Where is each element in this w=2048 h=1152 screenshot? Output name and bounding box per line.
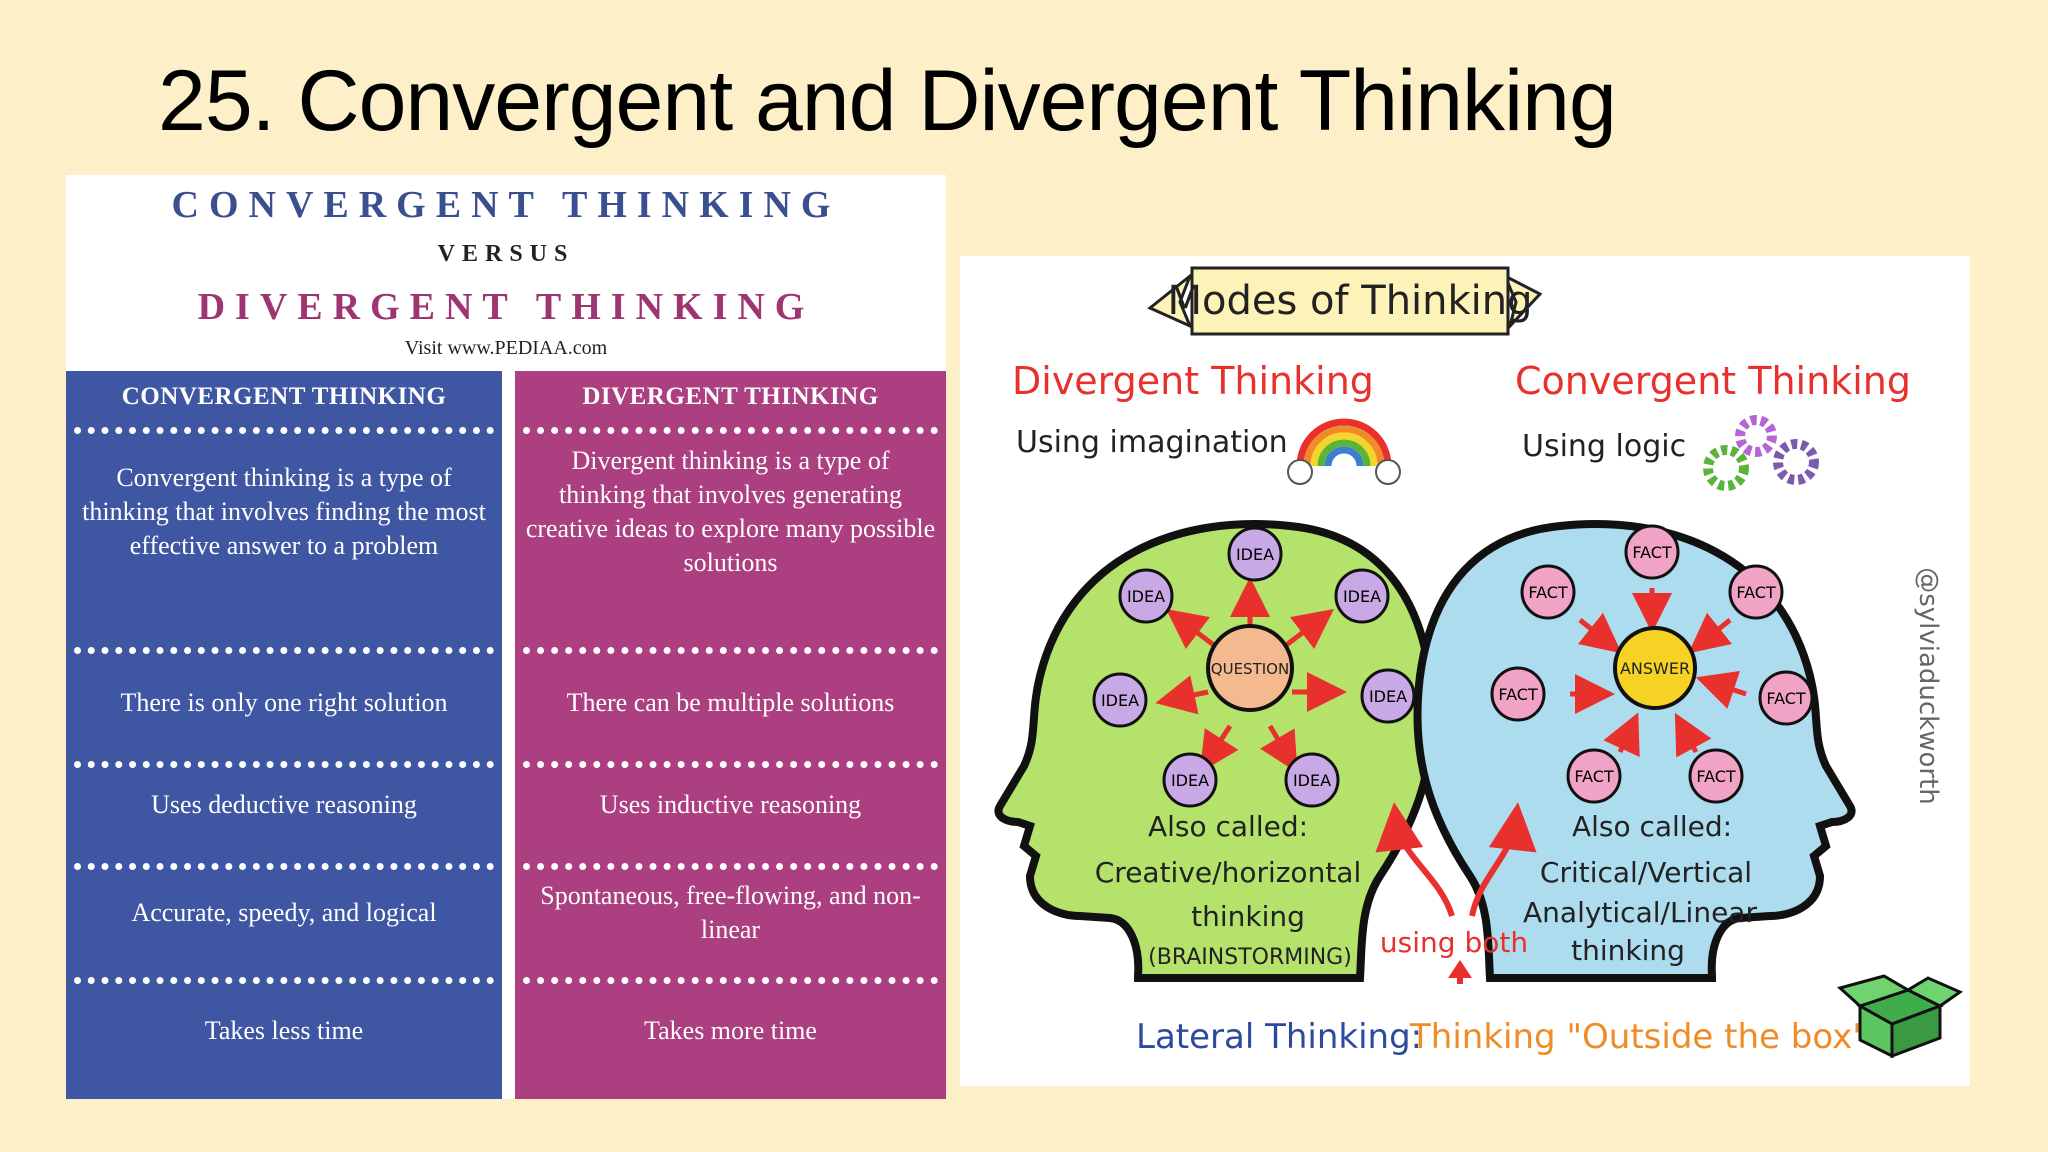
divider: [523, 761, 938, 768]
fact-bubble: FACT: [1624, 524, 1680, 580]
source-credit: Visit www.PEDIAA.com: [404, 337, 608, 359]
idea-bubble: IDEA: [1227, 526, 1283, 582]
divider: [523, 427, 938, 434]
divergent-row-time: Takes more time: [644, 1016, 817, 1045]
idea-bubble: IDEA: [1360, 668, 1416, 724]
question-idea-diagram: QUESTION IDEA IDEA IDEA IDEA IDEA IDEA I…: [1092, 526, 1416, 808]
heading-versus: VERSUS: [437, 241, 575, 267]
left-also-brainstorming: (BRAINSTORMING): [1148, 945, 1352, 970]
left-also-names: Creative/horizontal: [1095, 856, 1361, 889]
convergent-row-time: Takes less time: [204, 1016, 364, 1045]
svg-text:IDEA: IDEA: [1236, 545, 1274, 564]
divider: [523, 647, 938, 654]
divergent-row-solution: There can be multiple solutions: [566, 688, 895, 717]
convergent-row-reasoning: Uses deductive reasoning: [151, 790, 417, 819]
svg-text:FACT: FACT: [1528, 583, 1568, 602]
fact-bubble: FACT: [1758, 670, 1814, 726]
svg-text:IDEA: IDEA: [1369, 687, 1407, 706]
svg-text:IDEA: IDEA: [1101, 691, 1139, 710]
heading-convergent: CONVERGENT THINKING: [171, 184, 841, 226]
convergent-column: CONVERGENT THINKING Convergent thinking …: [66, 371, 502, 1099]
svg-text:FACT: FACT: [1574, 767, 1614, 786]
lateral-thinking-label: Lateral Thinking:: [1136, 1017, 1422, 1057]
divider: [74, 977, 494, 984]
left-also-called: Also called:: [1148, 810, 1308, 843]
banner: Modes of Thinking: [1147, 266, 1543, 336]
gears-icon: [1703, 415, 1819, 491]
rainbow-icon: [1287, 418, 1401, 485]
svg-text:FACT: FACT: [1696, 767, 1736, 786]
svg-text:IDEA: IDEA: [1293, 771, 1331, 790]
convergent-column-header: CONVERGENT THINKING: [121, 383, 447, 410]
svg-text:FACT: FACT: [1632, 543, 1672, 562]
right-also-called: Also called:: [1572, 810, 1732, 843]
divergent-subtitle: Using imagination: [1016, 425, 1288, 460]
fact-bubble: FACT: [1490, 666, 1546, 722]
fact-bubble: FACT: [1520, 564, 1576, 620]
idea-bubble: IDEA: [1092, 672, 1148, 728]
convergent-row-definition: Convergent thinking is a type of thinkin…: [82, 463, 486, 560]
divider: [74, 761, 494, 768]
outside-the-box-label: Thinking "Outside the box": [1409, 1017, 1868, 1057]
using-both-arrows: [1375, 802, 1537, 984]
divergent-row-definition: Divergent thinking is a type of thinking…: [525, 446, 936, 577]
divider: [74, 863, 494, 870]
svg-text:IDEA: IDEA: [1127, 587, 1165, 606]
divergent-row-reasoning: Uses inductive reasoning: [599, 790, 862, 819]
comparison-infographic: CONVERGENT THINKING VERSUS DIVERGENT THI…: [66, 175, 946, 1099]
divider: [523, 863, 938, 870]
divider: [74, 647, 494, 654]
slide-title-text: Convergent and Divergent Thinking: [297, 53, 1616, 149]
idea-bubble: IDEA: [1162, 752, 1218, 808]
modes-of-thinking-illustration: Modes of Thinking Divergent Thinking Usi…: [960, 256, 1970, 1086]
fact-answer-diagram: ANSWER FACT FACT FACT FACT FACT FACT FAC…: [1490, 524, 1814, 804]
convergent-title: Convergent Thinking: [1515, 359, 1911, 403]
question-label: QUESTION: [1211, 660, 1289, 678]
divergent-column-header: DIVERGENT THINKING: [582, 383, 879, 410]
slide-title: 25. Convergent and Divergent Thinking: [158, 52, 1617, 151]
divergent-row-style: Spontaneous, free-flowing, and non-linea…: [540, 881, 921, 944]
slide-number: 25.: [158, 53, 276, 149]
divider: [74, 427, 494, 434]
fact-bubble: FACT: [1566, 748, 1622, 804]
divergent-title: Divergent Thinking: [1012, 359, 1374, 403]
comparison-header: CONVERGENT THINKING VERSUS DIVERGENT THI…: [66, 175, 946, 371]
svg-text:FACT: FACT: [1498, 685, 1538, 704]
svg-text:FACT: FACT: [1766, 689, 1806, 708]
idea-bubble: IDEA: [1118, 568, 1174, 624]
using-both-label: using both: [1380, 926, 1528, 959]
fact-bubble: FACT: [1728, 564, 1784, 620]
divider: [523, 977, 938, 984]
idea-bubble: IDEA: [1284, 752, 1340, 808]
right-also-names-2: Analytical/Linear: [1523, 896, 1757, 929]
heading-divergent: DIVERGENT THINKING: [197, 286, 815, 328]
svg-text:FACT: FACT: [1736, 583, 1776, 602]
divergent-column: DIVERGENT THINKING Divergent thinking is…: [515, 371, 946, 1099]
open-box-icon: [1836, 974, 1964, 1059]
right-also-thinking: thinking: [1571, 934, 1685, 967]
left-also-thinking: thinking: [1191, 900, 1305, 933]
convergent-row-style: Accurate, speedy, and logical: [131, 898, 437, 927]
artist-credit: @sylviaduckworth: [1913, 567, 1943, 805]
right-also-names-1: Critical/Vertical: [1540, 856, 1752, 889]
svg-text:IDEA: IDEA: [1343, 587, 1381, 606]
banner-title: Modes of Thinking: [1167, 278, 1532, 324]
fact-bubble: FACT: [1688, 748, 1744, 804]
idea-bubble: IDEA: [1334, 568, 1390, 624]
answer-label: ANSWER: [1620, 659, 1690, 678]
convergent-subtitle: Using logic: [1522, 429, 1686, 464]
convergent-row-solution: There is only one right solution: [120, 688, 448, 717]
svg-text:IDEA: IDEA: [1171, 771, 1209, 790]
